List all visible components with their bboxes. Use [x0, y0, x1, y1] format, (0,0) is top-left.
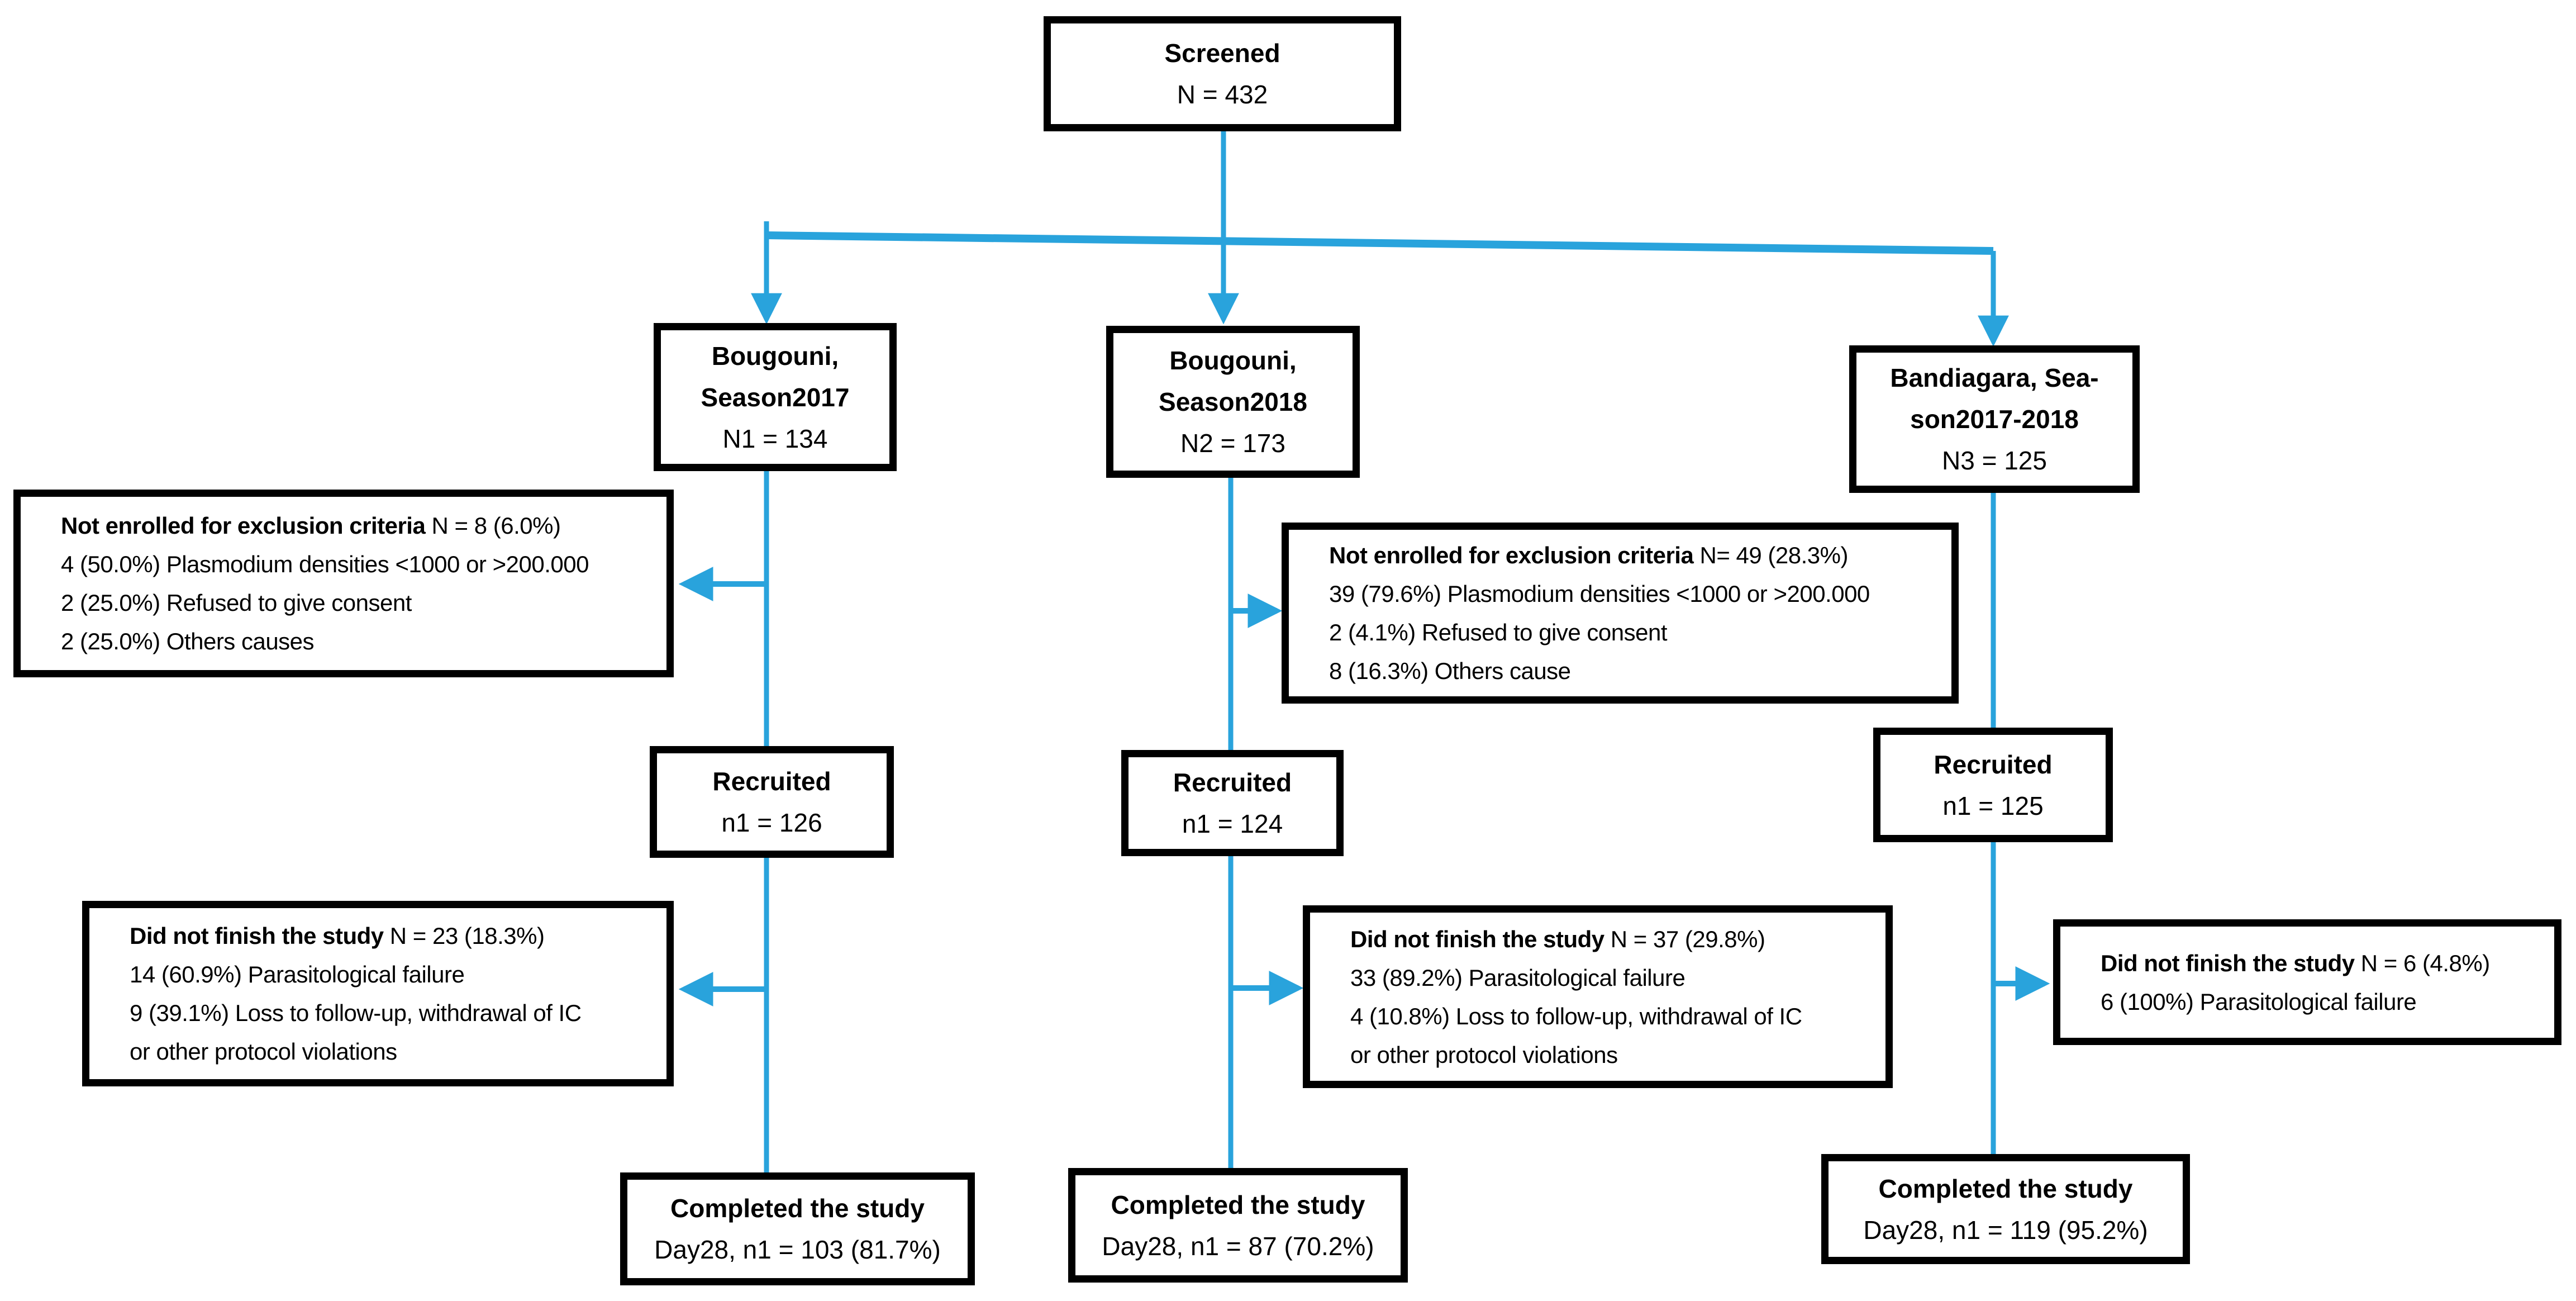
site2-name: Bougouni,	[1169, 346, 1297, 375]
site-box-bougouni-2017: Bougouni, Season2017 N1 = 134	[654, 323, 897, 471]
recruited1-title: Recruited	[712, 767, 831, 796]
dropout-box-site2: Did not finish the study N = 37 (29.8%) …	[1303, 905, 1893, 1088]
screened-box: Screened N = 432	[1044, 16, 1401, 131]
connector-branch-crossbar	[766, 231, 1994, 255]
site3-name: Bandiagara, Sea-	[1890, 363, 2099, 392]
excluded2-reason: 8 (16.3%) Others cause	[1329, 658, 1571, 684]
site1-season: Season2017	[701, 382, 850, 412]
dropout2-heading: Did not finish the study N = 37 (29.8%)	[1350, 925, 1765, 952]
dropout1-reason: 9 (39.1%) Loss to follow-up, withdrawal …	[130, 1000, 582, 1026]
recruited1-count: n1 = 126	[721, 808, 822, 837]
site1-count: N1 = 134	[722, 424, 828, 453]
excluded1-reason: 2 (25.0%) Refused to give consent	[61, 590, 412, 616]
dropout3-reason: 6 (100%) Parasitological failure	[2101, 988, 2417, 1015]
excluded-box-site1: Not enrolled for exclusion criteria N = …	[13, 490, 674, 677]
dropout-box-site1: Did not finish the study N = 23 (18.3%) …	[82, 901, 674, 1086]
dropout1-reason: 14 (60.9%) Parasitological failure	[130, 961, 465, 987]
recruited2-title: Recruited	[1173, 768, 1292, 797]
site3-season: son2017-2018	[1910, 405, 2079, 434]
recruited-box-site3: Recruited n1 = 125	[1873, 728, 2113, 842]
completed3-title: Completed the study	[1878, 1174, 2133, 1203]
excluded2-reason: 39 (79.6%) Plasmodium densities <1000 or…	[1329, 581, 1870, 607]
recruited2-count: n1 = 124	[1182, 809, 1283, 838]
site3-count: N3 = 125	[1942, 446, 2047, 475]
recruited-box-site2: Recruited n1 = 124	[1121, 750, 1344, 856]
site2-season: Season2018	[1159, 387, 1307, 416]
site-box-bougouni-2018: Bougouni, Season2018 N2 = 173	[1106, 326, 1360, 478]
dropout3-heading: Did not finish the study N = 6 (4.8%)	[2101, 949, 2490, 976]
recruited-box-site1: Recruited n1 = 126	[650, 746, 894, 858]
completed1-count: Day28, n1 = 103 (81.7%)	[654, 1235, 941, 1264]
completed2-count: Day28, n1 = 87 (70.2%)	[1102, 1231, 1374, 1261]
dropout-box-site3: Did not finish the study N = 6 (4.8%) 6 …	[2053, 919, 2561, 1045]
site1-name: Bougouni,	[711, 341, 839, 371]
dropout1-heading: Did not finish the study N = 23 (18.3%)	[130, 923, 545, 949]
recruited3-count: n1 = 125	[1942, 791, 2044, 820]
dropout2-reason: 4 (10.8%) Loss to follow-up, withdrawal …	[1350, 1003, 1802, 1029]
excluded1-reason: 2 (25.0%) Others causes	[61, 628, 315, 654]
excluded1-reason: 4 (50.0%) Plasmodium densities <1000 or …	[61, 551, 589, 577]
dropout2-reason: or other protocol violations	[1350, 1041, 1618, 1068]
recruited3-title: Recruited	[1934, 749, 2053, 779]
screened-title: Screened	[1164, 39, 1280, 68]
excluded-box-site2: Not enrolled for exclusion criteria N= 4…	[1282, 523, 1959, 704]
excluded2-reason: 2 (4.1%) Refused to give consent	[1329, 619, 1668, 645]
site2-count: N2 = 173	[1180, 429, 1285, 458]
dropout2-reason: 33 (89.2%) Parasitological failure	[1350, 964, 1685, 991]
dropout1-reason: or other protocol violations	[130, 1038, 397, 1065]
completed2-title: Completed the study	[1111, 1190, 1365, 1219]
completed1-title: Completed the study	[670, 1194, 925, 1223]
site-box-bandiagara: Bandiagara, Sea- son2017-2018 N3 = 125	[1849, 345, 2140, 493]
excluded1-heading: Not enrolled for exclusion criteria N = …	[61, 512, 561, 539]
completed3-count: Day28, n1 = 119 (95.2%)	[1863, 1215, 2148, 1245]
excluded2-heading: Not enrolled for exclusion criteria N= 4…	[1329, 542, 1848, 568]
completed-box-site3: Completed the study Day28, n1 = 119 (95.…	[1821, 1154, 2190, 1264]
screened-count: N = 432	[1177, 80, 1268, 109]
completed-box-site2: Completed the study Day28, n1 = 87 (70.2…	[1068, 1168, 1408, 1283]
completed-box-site1: Completed the study Day28, n1 = 103 (81.…	[620, 1172, 975, 1285]
